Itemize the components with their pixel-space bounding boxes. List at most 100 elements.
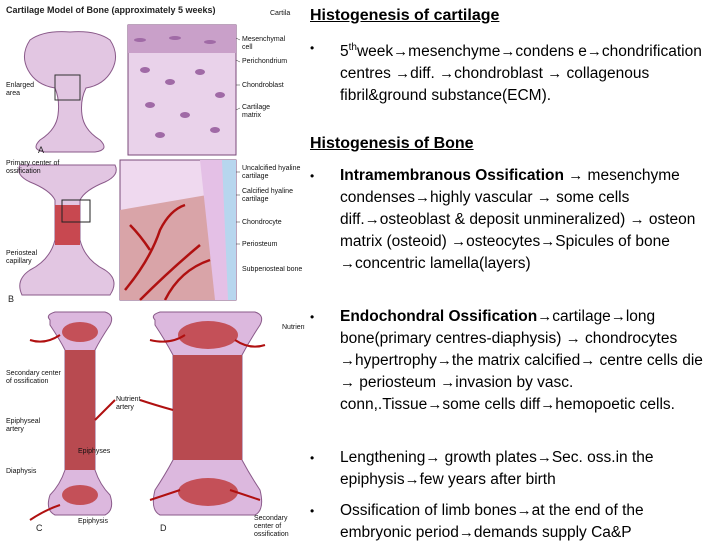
label-secondary-center: Secondary center of ossification xyxy=(6,370,61,385)
arrow-icon: → xyxy=(458,524,474,541)
panel-c-top-center xyxy=(62,322,98,342)
panel-b-enlarge-box xyxy=(61,199,91,223)
label-epiphysis: Epiphysis xyxy=(78,518,108,525)
arrow-icon: → xyxy=(540,233,556,250)
label-diaphysis: Diaphysis xyxy=(6,468,37,475)
figure-letter-c: C xyxy=(36,523,43,533)
text-run: condens e xyxy=(515,43,587,61)
text-bold-run: Endochondral Ossification xyxy=(340,308,538,325)
figure-letter-d: D xyxy=(160,523,167,533)
text-run: some cells diff xyxy=(442,396,541,413)
arrow-icon: → xyxy=(340,255,355,272)
label-mesenchymal-cell: Mesenchymal cell xyxy=(242,36,286,51)
arrow-icon: → xyxy=(440,374,456,391)
text-run: demands supply Ca&P xyxy=(473,524,632,541)
panel-d-bottom-secondary xyxy=(178,478,238,506)
label-periosteum: Periosteum xyxy=(242,241,278,248)
figure-letter-a: A xyxy=(38,145,45,155)
panel-c-vessels xyxy=(29,334,116,521)
text-run: chondroblast xyxy=(454,65,548,83)
label-nutrient-artery-right: Nutrient ar xyxy=(282,324,305,331)
text-run: mesenchyme condenses xyxy=(340,167,680,206)
panel-b-primary-center xyxy=(55,205,80,245)
panel-d-diaphysis xyxy=(173,355,242,460)
arrow-icon: → xyxy=(404,471,420,488)
arrow-icon: → xyxy=(516,502,532,519)
panel-d-top-secondary xyxy=(178,321,238,349)
label-periosteal-capillary: Periosteal capillary xyxy=(6,250,38,265)
text-run: chondrification centres xyxy=(340,43,702,83)
text-run: hypertrophy xyxy=(355,352,437,369)
arrow-icon: → xyxy=(364,211,380,228)
arrow-icon: → xyxy=(629,211,645,228)
label-leader-lines-b xyxy=(236,171,240,245)
bullet-icon: • xyxy=(310,451,315,465)
figure-header-fragment: Cartila xyxy=(270,10,291,17)
arrow-icon: → xyxy=(586,43,602,61)
label-perichondrium: Perichondrium xyxy=(242,58,288,65)
bullet-icon: • xyxy=(310,504,315,518)
arrow-icon: → xyxy=(537,308,553,325)
arrow-icon: → xyxy=(425,449,441,466)
text-run: some cells diff. xyxy=(340,189,630,228)
text-run: few years after birth xyxy=(419,471,556,488)
perichondrium-layer xyxy=(128,25,236,53)
panel-c-bottom-center xyxy=(62,485,98,505)
text-run: osteoblast & deposit unmineralized) xyxy=(379,211,630,228)
arrow-icon: → xyxy=(565,330,581,347)
arrow-icon: → xyxy=(540,396,556,413)
bullet-lengthening-text: Lengthening→ growth plates→Sec. oss.in t… xyxy=(340,447,715,491)
bullet-cartilage-text: 5thweek→mesenchyme→condens e→chondrifica… xyxy=(340,37,715,107)
bullet-intramembranous-text: Intramembranous Ossification → mesenchym… xyxy=(340,165,715,275)
arrow-icon: → xyxy=(395,65,411,83)
arrow-icon: → xyxy=(451,233,467,250)
text-run: periosteum xyxy=(355,374,441,391)
text-run: long bone(primary centres-diaphysis) xyxy=(340,308,656,347)
text-run: Sec. oss.in the epiphysis xyxy=(340,449,654,488)
label-cartilage-matrix: Cartilage matrix xyxy=(242,104,271,119)
text-run: osteon matrix (osteoid) xyxy=(340,211,696,250)
arrow-icon: → xyxy=(414,189,430,206)
text-run: diff. xyxy=(410,65,440,83)
label-enlarged-area: Enlarged area xyxy=(6,82,35,97)
label-uncalcified: Uncalcified hyaline cartilage xyxy=(242,165,301,180)
slide-text-column: Histogenesis of cartilage • 5thweek→mese… xyxy=(305,0,720,541)
label-epiphyseal-artery: Epiphyseal artery xyxy=(6,418,41,433)
text-run: invasion by vasc. conn,.Tissue xyxy=(340,374,574,413)
panel-b-vessels xyxy=(124,203,211,301)
arrow-icon: → xyxy=(393,43,409,61)
arrow-icon: → xyxy=(340,352,355,369)
bullet-icon: • xyxy=(310,169,315,183)
arrow-icon: → xyxy=(427,396,443,413)
cartilage-bone-figure: Cartilage Model of Bone (approximately 5… xyxy=(0,0,305,540)
text-run: growth plates xyxy=(440,449,537,466)
text-run: highly vascular xyxy=(429,189,537,206)
arrow-icon: → xyxy=(536,189,552,206)
label-primary-center: Primary center of ossification xyxy=(6,160,60,175)
arrow-icon: → xyxy=(568,167,584,184)
panel-c-diaphysis xyxy=(65,350,95,470)
text-run: cartilage xyxy=(552,308,611,325)
figure-illustration xyxy=(18,24,266,521)
label-chondrocyte: Chondrocyte xyxy=(242,219,282,226)
label-calcified: Calcified hyaline cartilage xyxy=(242,188,293,203)
arrow-icon: → xyxy=(547,65,563,83)
heading-bone: Histogenesis of Bone xyxy=(310,135,474,152)
heading-cartilage: Histogenesis of cartilage xyxy=(310,7,500,24)
text-run: concentric lamella(layers) xyxy=(355,255,531,272)
arrow-icon: → xyxy=(500,43,516,61)
label-epiphyses: Epiphyses xyxy=(78,448,111,455)
text-run: the matrix calcified xyxy=(451,352,581,369)
figure-letter-b: B xyxy=(8,294,15,304)
label-leader-lines-a xyxy=(235,37,241,111)
arrow-icon: → xyxy=(340,374,355,391)
text-run: hemopoetic cells. xyxy=(555,396,675,413)
text-run: week xyxy=(356,43,394,61)
text-run: 5 xyxy=(340,43,349,61)
panel-b-subperiosteal xyxy=(222,160,236,300)
arrow-icon: → xyxy=(610,308,626,325)
text-run: collagenous fibril&ground substance(ECM)… xyxy=(340,65,650,105)
label-nutrient-artery: Nutrient artery xyxy=(116,396,141,411)
text-run: Ossification of limb bones xyxy=(340,502,517,519)
text-run: centre cells die xyxy=(595,352,703,369)
